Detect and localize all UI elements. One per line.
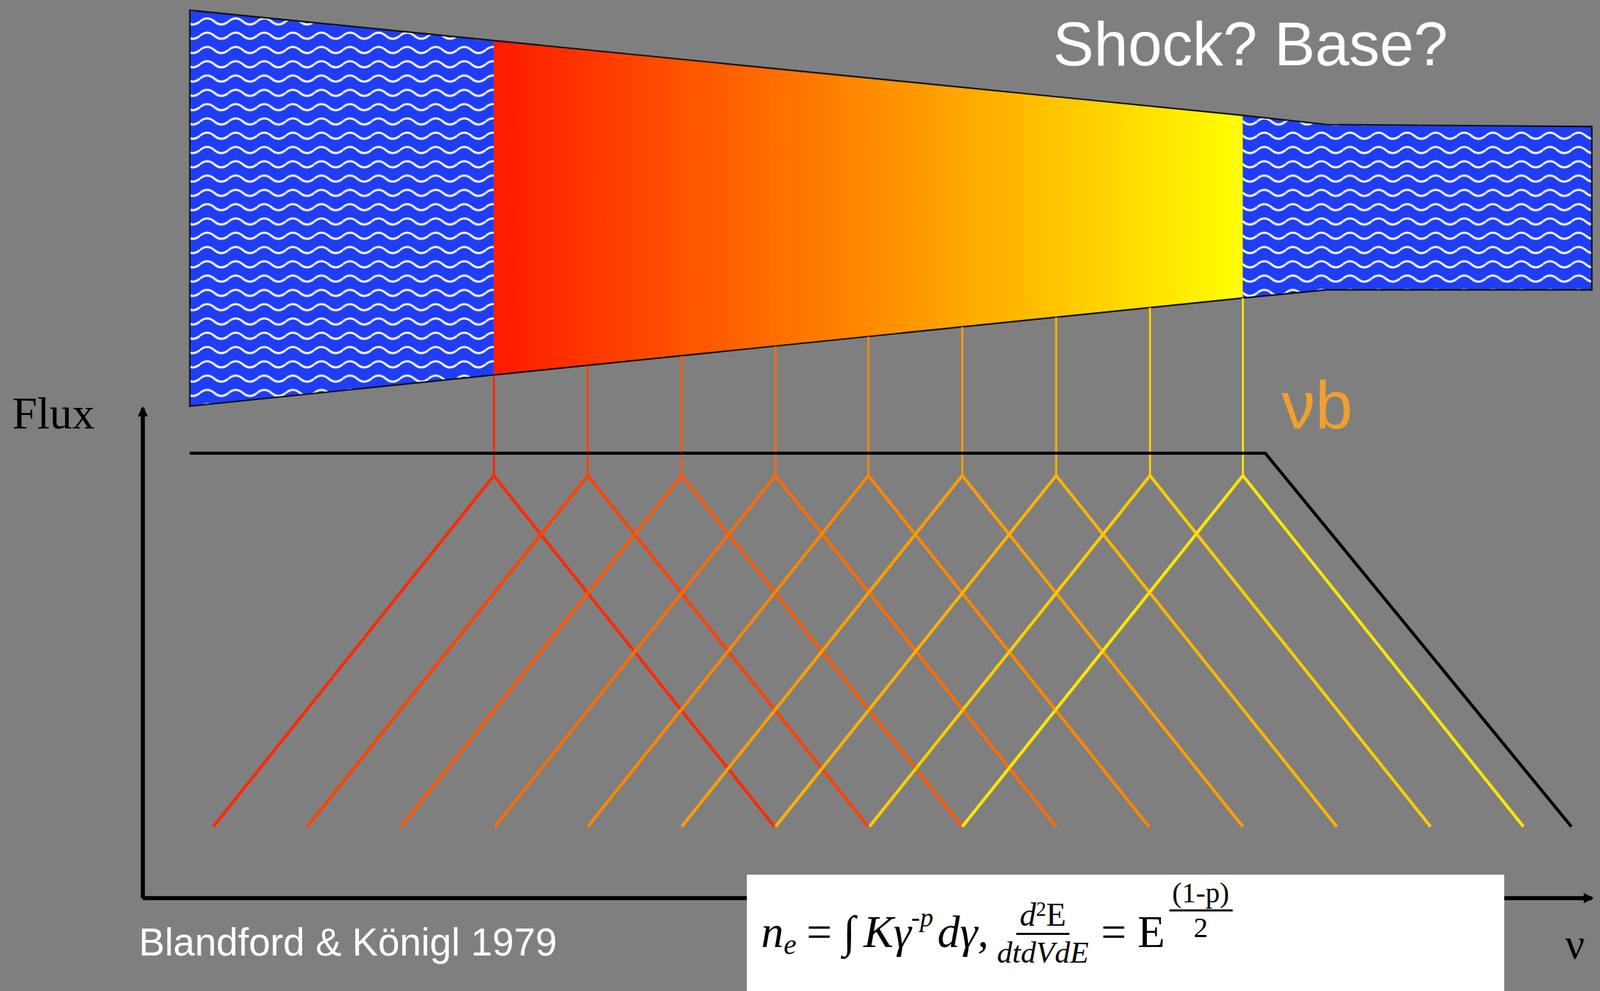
formula-text: = ∫ — [806, 909, 856, 955]
total-spectrum — [190, 453, 1572, 827]
formula-text: 2 — [1193, 911, 1208, 944]
component-spectrum — [400, 475, 962, 827]
jet-outline — [190, 9, 1593, 406]
component-spectrum — [775, 475, 1337, 827]
formula-text: Kγ — [863, 909, 912, 955]
flux-axis — [141, 408, 146, 899]
upstream-region — [190, 9, 495, 406]
fraction: d2EdtdVdE — [997, 897, 1089, 968]
axis-label: ν — [1565, 922, 1585, 966]
component-spectrum — [587, 475, 1149, 827]
denominator: dtdVdE — [997, 934, 1089, 968]
component-spectrum — [681, 475, 1243, 827]
formula-box: ne= ∫Kγ-pdγ,d2EdtdVdE= E(1-p)2 — [746, 874, 1505, 991]
component-spectrum — [495, 475, 1057, 827]
downstream-region — [1242, 115, 1592, 299]
formula-text: dγ, — [937, 909, 989, 955]
denominator: 2 — [1193, 911, 1208, 942]
component-spectrum — [213, 475, 775, 827]
projection-line — [867, 336, 870, 476]
formula-text: E — [1046, 897, 1066, 931]
formula-text: = E — [1100, 909, 1165, 955]
numerator: d2E — [1016, 897, 1069, 935]
numerator: (1-p) — [1168, 878, 1232, 912]
projection-line — [586, 365, 589, 476]
formula-text: (1-p) — [1172, 878, 1230, 908]
axis-label: Flux — [12, 391, 95, 437]
component-spectrum — [869, 475, 1431, 827]
component-spectrum — [962, 475, 1524, 827]
formula-text: d — [1019, 897, 1037, 931]
component-spectrum — [307, 475, 869, 827]
formula-text: 2 — [1036, 897, 1047, 919]
formula-text: -p — [911, 904, 934, 932]
component-spectra — [213, 297, 1524, 827]
exponent-fraction: (1-p)2 — [1168, 878, 1232, 942]
formula-text: e — [783, 930, 797, 959]
formula-text: dtdVdE — [997, 934, 1089, 969]
projection-line — [680, 356, 683, 476]
formula-text: n — [760, 909, 784, 955]
projection-line — [1148, 307, 1152, 476]
projection-line — [1241, 297, 1244, 476]
emission-region — [493, 41, 1243, 376]
break-frequency: νb — [1281, 371, 1353, 440]
projection-line — [492, 375, 496, 476]
region-question: Shock? Base? — [1053, 14, 1449, 76]
citation: Blandford & Königl 1979 — [139, 922, 558, 962]
projection-line — [774, 346, 777, 476]
